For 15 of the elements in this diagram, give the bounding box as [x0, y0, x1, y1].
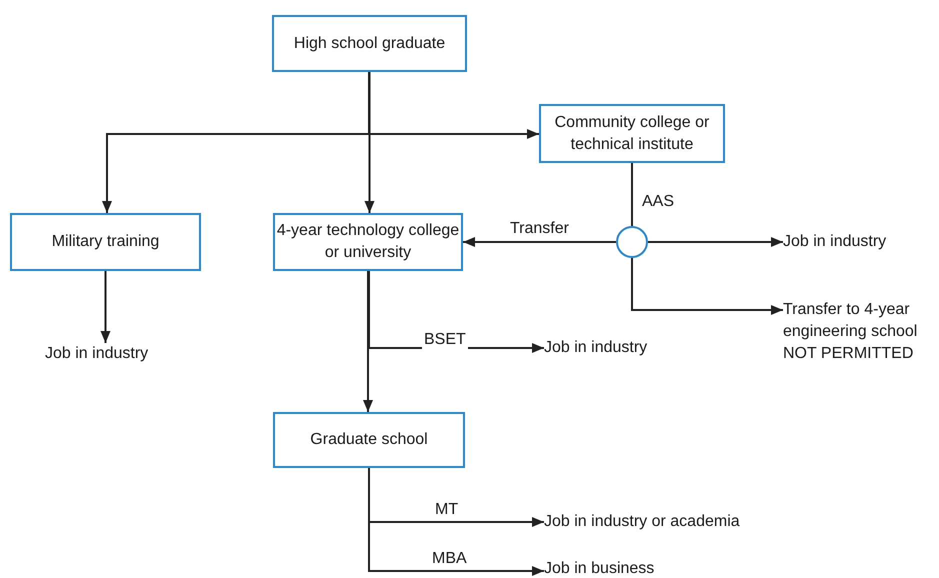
process-box: 4-year technology college or university — [273, 213, 463, 271]
arrow — [631, 258, 783, 315]
arrow — [363, 271, 373, 412]
junction-circle — [616, 226, 648, 258]
arrow — [364, 72, 374, 213]
process-box: Community college or technical institute — [539, 104, 725, 163]
arrow — [368, 468, 544, 576]
arrow — [102, 72, 370, 213]
arrow — [648, 237, 783, 247]
edge-label: BSET — [422, 331, 468, 349]
arrow — [100, 271, 110, 343]
process-box: Military training — [10, 213, 201, 271]
process-box: High school graduate — [272, 15, 467, 72]
process-box: Graduate school — [273, 412, 465, 468]
arrow — [463, 237, 616, 247]
